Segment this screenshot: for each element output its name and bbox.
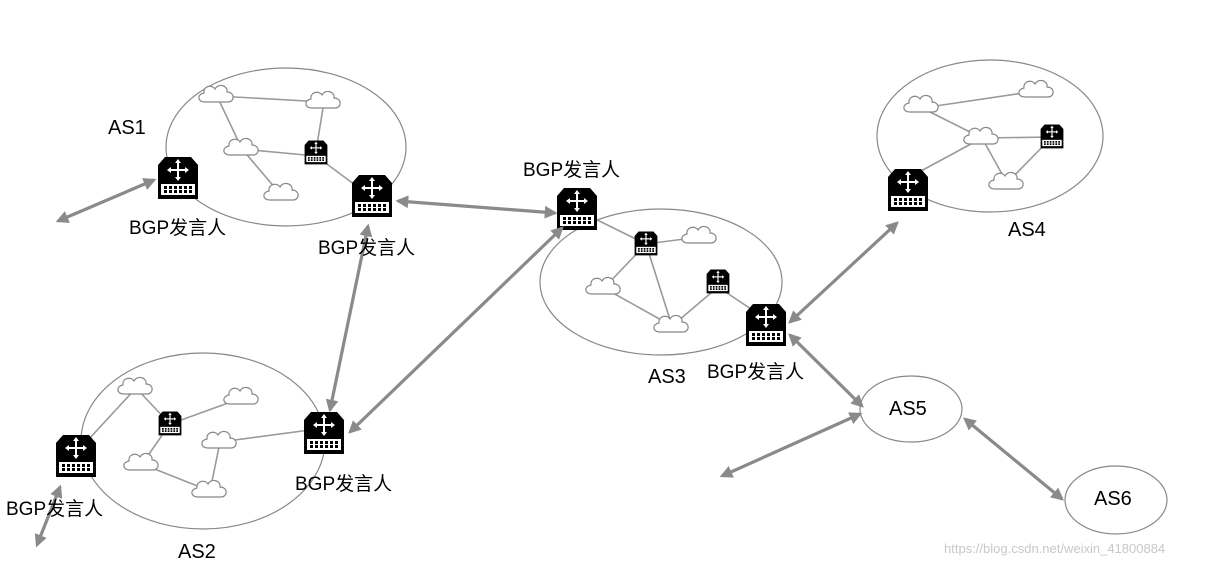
router-icon	[303, 411, 345, 455]
bgp-speaker-label: BGP发言人	[129, 218, 227, 239]
cloud-icon	[963, 126, 999, 145]
router-icon	[157, 156, 199, 200]
router-icon	[55, 434, 97, 478]
as6-label: AS6	[1094, 488, 1132, 510]
as5-label: AS5	[889, 398, 927, 420]
as5-ellipse	[859, 375, 963, 443]
bgp-speaker-label: BGP发言人	[707, 362, 805, 383]
router-icon	[351, 174, 393, 218]
small-router-icon	[706, 268, 730, 294]
small-router-icon	[634, 230, 658, 256]
as1-ellipse	[165, 67, 407, 227]
cloud-icon	[123, 452, 159, 471]
cloud-icon	[1018, 79, 1054, 98]
bgp-speaker-label: BGP发言人	[318, 238, 416, 259]
as4-label: AS4	[1008, 219, 1046, 241]
as4-ellipse	[876, 59, 1104, 213]
clouds	[117, 79, 1054, 498]
cloud-icon	[681, 225, 717, 244]
as1-label: AS1	[108, 117, 146, 139]
as2-label: AS2	[178, 541, 216, 563]
small-router-icon	[1040, 123, 1064, 149]
cloud-icon	[903, 94, 939, 113]
bgp-speaker-label: BGP发言人	[523, 160, 621, 181]
bgp-speaker-label: BGP发言人	[6, 499, 104, 520]
watermark: https://blog.csdn.net/weixin_41800884	[944, 541, 1166, 556]
cloud-icon	[585, 276, 621, 295]
cloud-icon	[198, 84, 234, 103]
small-router-icon	[158, 410, 182, 436]
router-icon	[887, 168, 929, 212]
cloud-icon	[223, 386, 259, 405]
as6-ellipse	[1064, 465, 1168, 535]
cloud-icon	[988, 171, 1024, 190]
cloud-icon	[117, 376, 153, 395]
router-icon	[745, 303, 787, 347]
bgp-speaker-label: BGP发言人	[295, 474, 393, 495]
as3-label: AS3	[648, 366, 686, 388]
cloud-icon	[191, 479, 227, 498]
cloud-icon	[263, 182, 299, 201]
cloud-icon	[305, 90, 341, 109]
as3-ellipse	[539, 208, 783, 356]
router-icon	[556, 187, 598, 231]
small-router-icon	[304, 139, 328, 165]
external-links	[34, 178, 1064, 548]
cloud-icon	[201, 430, 237, 449]
cloud-icon	[223, 137, 259, 156]
